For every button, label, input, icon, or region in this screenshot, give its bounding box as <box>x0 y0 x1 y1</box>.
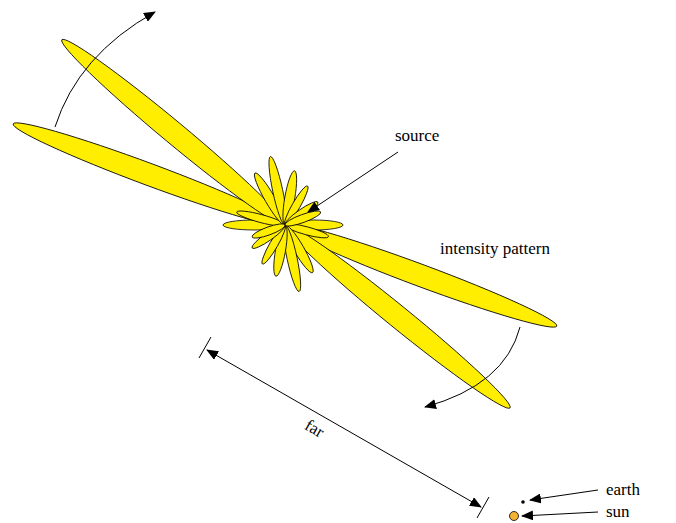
intensity-lobe <box>9 114 288 236</box>
distance-label: far <box>302 416 327 440</box>
dimension-tick <box>199 337 211 358</box>
source-label: source <box>395 127 439 144</box>
earth-dot <box>521 500 525 504</box>
rotation-arrow <box>55 12 155 127</box>
dimension-tick <box>477 497 489 518</box>
intensity-lobe <box>250 222 287 251</box>
pattern-label: intensity pattern <box>440 240 550 257</box>
earth-label: earth <box>606 481 640 498</box>
rotation-arrow <box>425 327 520 407</box>
intensity-lobe <box>251 221 287 240</box>
intensity-lobe <box>55 31 292 233</box>
dimension-line <box>207 350 481 507</box>
sun-disc <box>510 512 519 521</box>
sun-label: sun <box>606 503 630 520</box>
intensity-lobe <box>281 215 560 337</box>
leader-arrow <box>522 512 598 516</box>
leader-arrow <box>530 490 598 500</box>
intensity-lobe <box>284 208 322 229</box>
leader-arrow <box>308 152 398 212</box>
